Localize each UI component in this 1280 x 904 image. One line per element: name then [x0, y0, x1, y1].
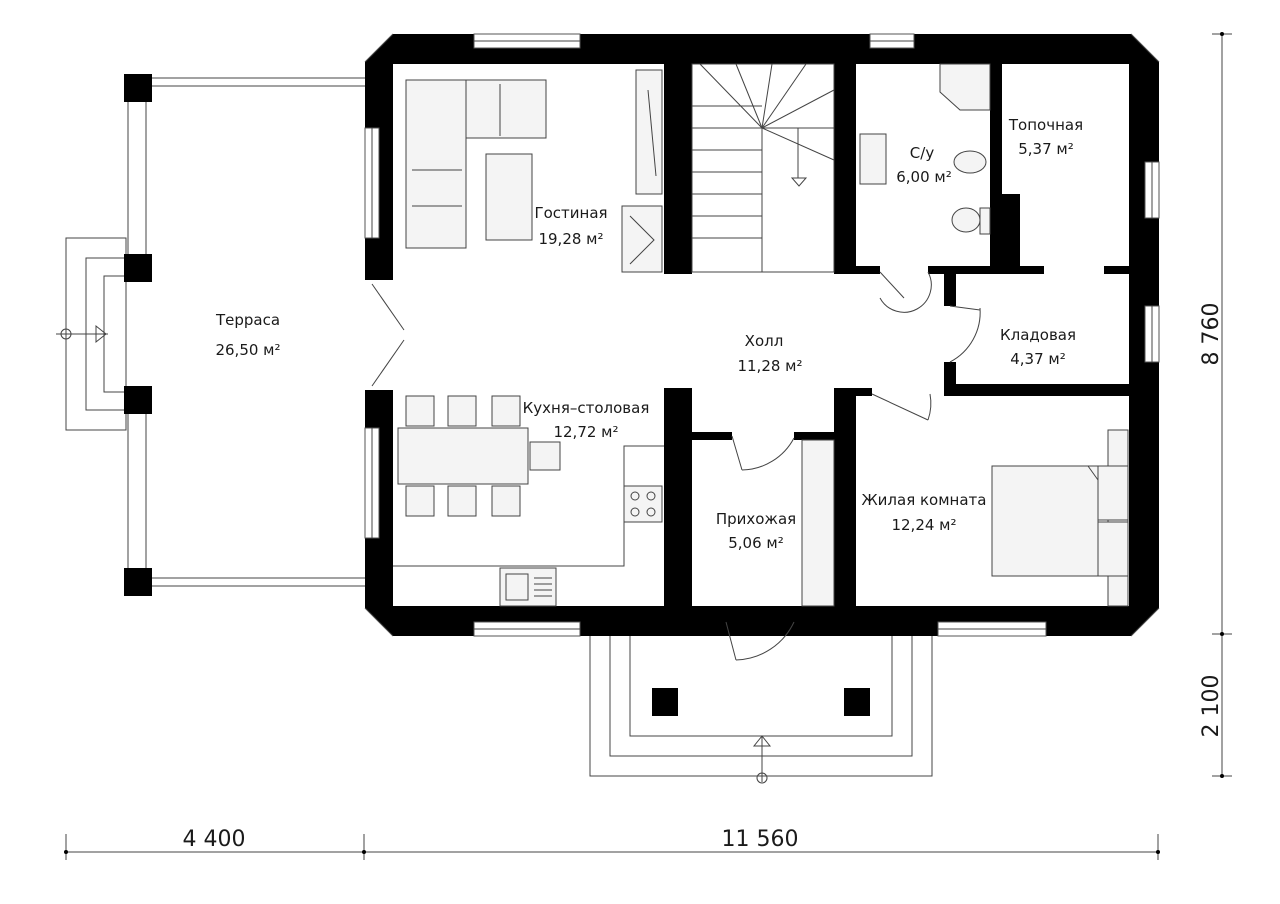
- furniture: [393, 63, 1129, 607]
- dimension-labels: 4 400 11 560 8 760 2 100: [183, 303, 1224, 852]
- entry-porch: [589, 636, 933, 784]
- bedroom-area: 12,24 м²: [891, 516, 956, 534]
- terrace-width-label: 4 400: [183, 827, 246, 852]
- house-width-label: 11 560: [722, 827, 799, 852]
- porch-depth-label: 2 100: [1199, 675, 1224, 738]
- terrace-structure: [56, 74, 365, 596]
- storage-area: 4,37 м²: [1010, 350, 1066, 368]
- boiler-room-area: 5,37 м²: [1018, 140, 1074, 158]
- porch-column: [844, 688, 870, 716]
- kitchen-name: Кухня–столовая: [523, 399, 650, 417]
- bathroom-name: С/у: [910, 144, 935, 162]
- porch-column: [652, 688, 678, 716]
- entry-name: Прихожая: [716, 510, 796, 528]
- doors: [365, 271, 981, 661]
- terrace-column: [124, 568, 152, 596]
- bedroom-name: Жилая комната: [862, 491, 987, 509]
- storage-name: Кладовая: [1000, 326, 1076, 344]
- entry-area: 5,06 м²: [728, 534, 784, 552]
- terrace-column: [124, 74, 152, 102]
- living-room-name: Гостиная: [534, 204, 607, 222]
- terrace-column: [124, 386, 152, 414]
- hall-area: 11,28 м²: [737, 357, 802, 375]
- terrace-area: 26,50 м²: [215, 341, 280, 359]
- terrace-name: Терраса: [215, 311, 280, 329]
- hall-name: Холл: [745, 332, 784, 350]
- boiler-room-name: Топочная: [1008, 116, 1083, 134]
- windows: [364, 33, 1160, 637]
- dimension-lines: [64, 32, 1232, 860]
- kitchen-area: 12,72 м²: [553, 423, 618, 441]
- house-depth-label: 8 760: [1199, 303, 1224, 366]
- living-room-area: 19,28 м²: [538, 230, 603, 248]
- room-labels: Терраса 26,50 м² Гостиная 19,28 м² С/у 6…: [215, 116, 1083, 552]
- bathroom-area: 6,00 м²: [896, 168, 952, 186]
- terrace-column: [124, 254, 152, 282]
